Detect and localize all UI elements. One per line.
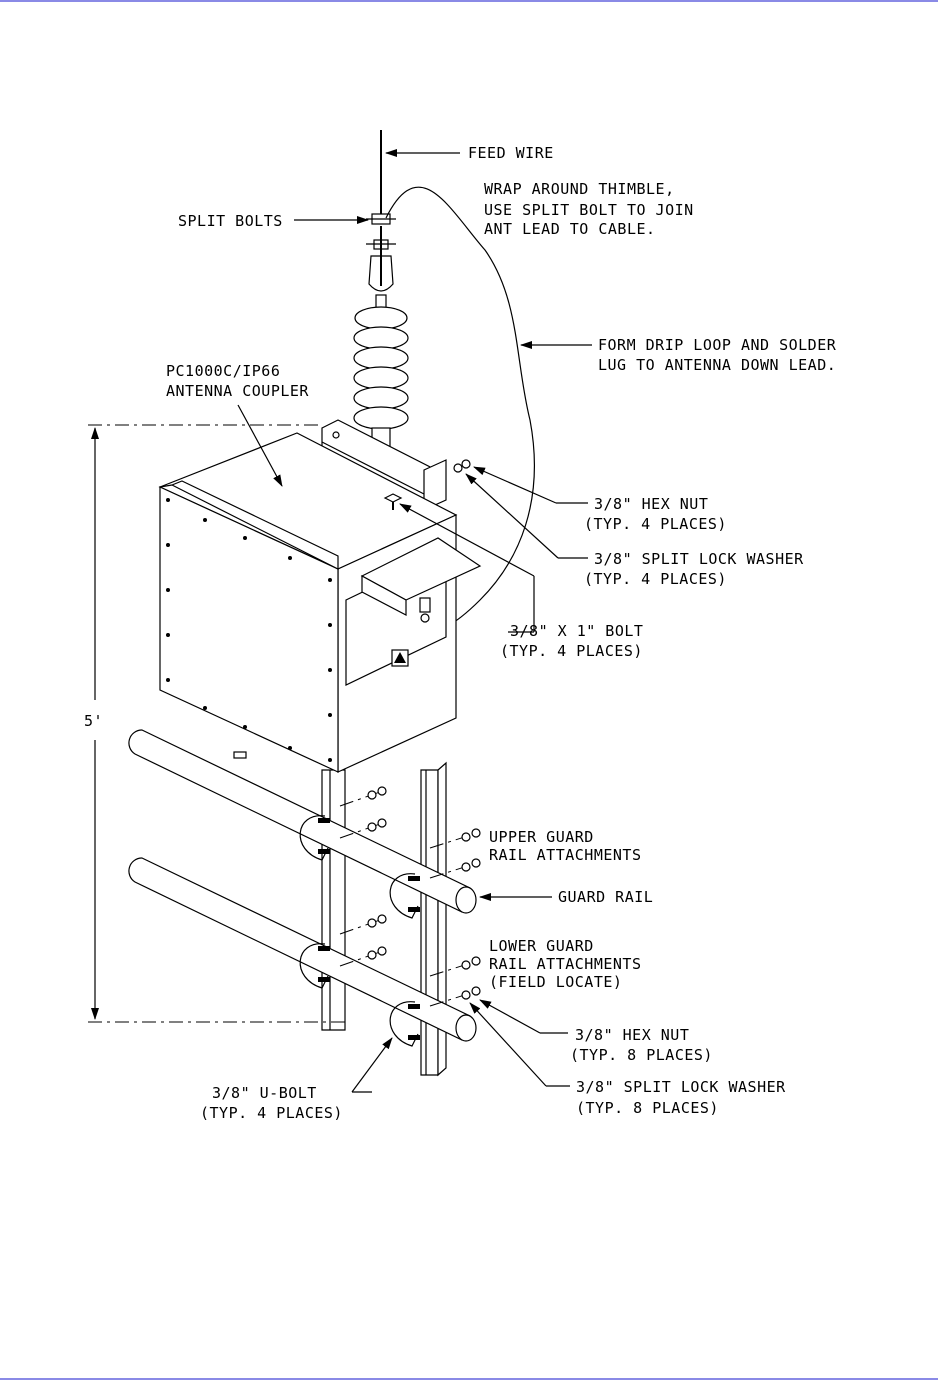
label-hex-nut-bot-1: 3/8" HEX NUT — [575, 1026, 689, 1044]
u-bolts — [299, 815, 420, 1047]
label-lock-washer-bot-2: (TYP. 8 PLACES) — [576, 1099, 719, 1117]
label-drip-1: FORM DRIP LOOP AND SOLDER — [598, 336, 837, 354]
label-wrap-3: ANT LEAD TO CABLE. — [484, 220, 656, 238]
split-bolt-upper — [366, 213, 396, 225]
top-washer — [453, 463, 463, 473]
label-lower-rail-2: RAIL ATTACHMENTS — [489, 955, 642, 973]
label-lower-rail-3: (FIELD LOCATE) — [489, 973, 622, 991]
label-lock-washer-bot-1: 3/8" SPLIT LOCK WASHER — [576, 1078, 786, 1096]
height-dimension: 5' — [84, 424, 345, 1023]
label-guard-rail: GUARD RAIL — [558, 888, 653, 906]
label-hex-nut-top-2: (TYP. 4 PLACES) — [584, 515, 727, 533]
rail-nuts — [339, 786, 481, 1007]
antenna-down-lead — [385, 186, 535, 633]
upper-guard-rail — [128, 729, 477, 914]
thimble-clevis — [368, 226, 394, 310]
label-bolt-2: (TYP. 4 PLACES) — [500, 642, 643, 660]
top-hex-nut — [461, 459, 471, 469]
leader-lines — [237, 149, 592, 1093]
top-bracket — [321, 419, 447, 511]
bottom-rule — [0, 1378, 938, 1380]
warning-label — [391, 649, 409, 667]
top-rule — [0, 0, 938, 2]
panel-screws — [166, 498, 332, 762]
label-coupler-1: PC1000C/IP66 — [166, 362, 280, 380]
label-ubolt-1: 3/8" U-BOLT — [212, 1084, 317, 1102]
insulator — [353, 306, 409, 451]
antenna-coupler-box — [158, 432, 482, 773]
label-upper-rail-2: RAIL ATTACHMENTS — [489, 846, 642, 864]
label-hex-nut-bot-2: (TYP. 8 PLACES) — [570, 1046, 713, 1064]
lower-guard-rail — [128, 857, 477, 1042]
label-upper-rail-1: UPPER GUARD — [489, 828, 594, 846]
label-drip-2: LUG TO ANTENNA DOWN LEAD. — [598, 356, 836, 374]
label-lower-rail-1: LOWER GUARD — [489, 937, 594, 955]
label-bolt-1: 3/8" X 1" BOLT — [510, 622, 643, 640]
label-coupler-2: ANTENNA COUPLER — [166, 382, 309, 400]
label-wrap-2: USE SPLIT BOLT TO JOIN — [484, 201, 694, 219]
label-hex-nut-top-1: 3/8" HEX NUT — [594, 495, 708, 513]
label-wrap-1: WRAP AROUND THIMBLE, — [484, 180, 675, 198]
label-split-bolts: SPLIT BOLTS — [178, 212, 283, 230]
label-feed-wire: FEED WIRE — [468, 144, 554, 162]
top-bolt — [383, 493, 403, 510]
label-ubolt-2: (TYP. 4 PLACES) — [200, 1104, 343, 1122]
label-lock-washer-top-1: 3/8" SPLIT LOCK WASHER — [594, 550, 804, 568]
bottom-latch — [233, 751, 247, 759]
height-label: 5' — [84, 712, 103, 730]
callout-labels: FEED WIRE WRAP AROUND THIMBLE, USE SPLIT… — [166, 144, 837, 1122]
label-lock-washer-top-2: (TYP. 4 PLACES) — [584, 570, 727, 588]
